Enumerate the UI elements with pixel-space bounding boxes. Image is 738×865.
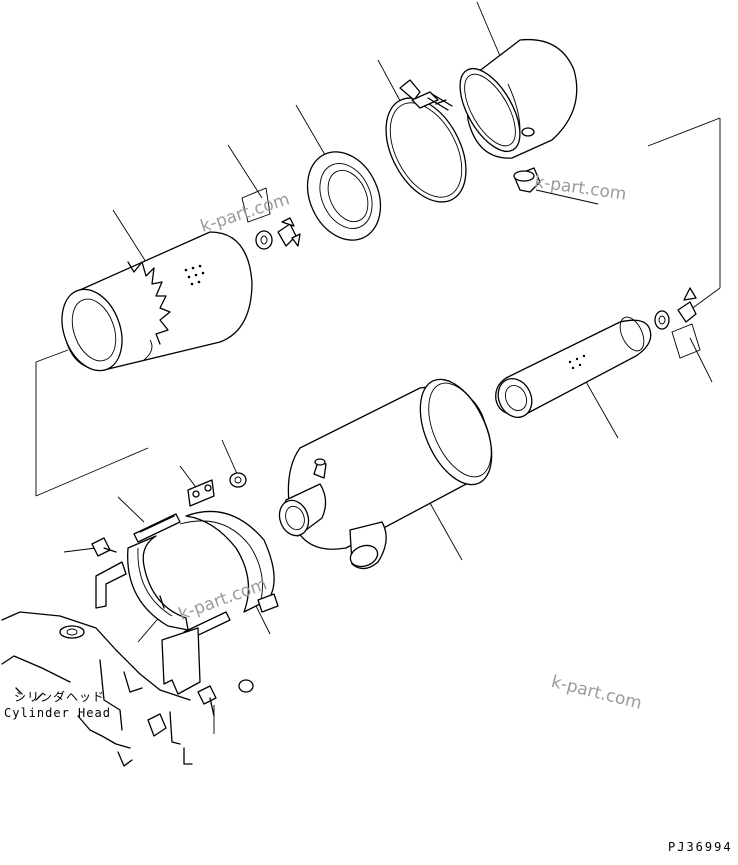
cover-cap: [459, 38, 578, 159]
dust-valve: [513, 167, 541, 193]
drawing-code: PJ36994: [668, 840, 733, 854]
cylinder-head-label: Cylinder Head: [4, 706, 111, 720]
band-clamp: [385, 79, 467, 203]
wing-nut-and-washer: [241, 187, 301, 250]
cylinder-head-label-jp: シリンダヘッド: [14, 690, 106, 704]
leader-lines: [35, 1, 721, 734]
cylinder-head-fragment: [1, 611, 193, 767]
seal-ring: [306, 151, 382, 241]
inner-filter-element: [495, 316, 652, 418]
outer-filter-element: [61, 231, 253, 372]
inner-dots: [568, 354, 586, 370]
wing-bolt-right: [654, 287, 701, 359]
mounting-bracket-assembly: [95, 479, 279, 695]
fasteners: [91, 472, 254, 717]
perforation-dots: [184, 264, 205, 286]
air-cleaner-body: [278, 378, 493, 570]
